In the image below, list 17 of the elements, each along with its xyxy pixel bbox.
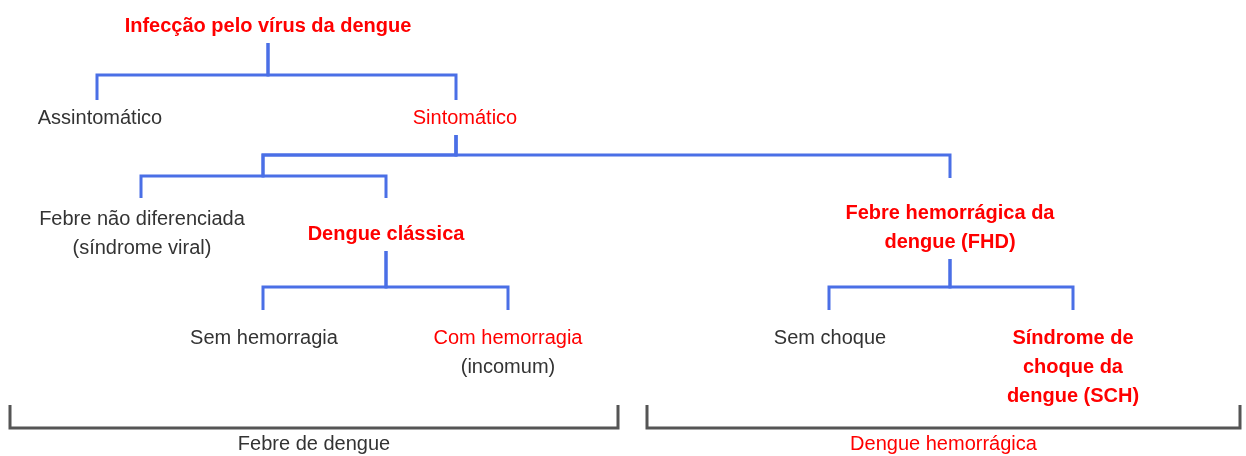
connector-line: [454, 135, 952, 178]
node-text: Sintomático: [412, 105, 518, 130]
node-text: Infecção pelo vírus da dengue: [124, 13, 412, 38]
node-text: Febre hemorrágica da dengue (FHD): [844, 200, 1056, 254]
connector-line: [266, 43, 458, 100]
node-text: (incomum): [459, 354, 557, 379]
node-text: Com hemorragia: [433, 325, 583, 350]
bracket-label: Dengue hemorrágica: [850, 431, 1037, 455]
connector-line: [384, 251, 510, 310]
node-text: Assintomático: [37, 105, 163, 130]
node-text: Síndrome de choque da dengue (SCH): [1005, 325, 1141, 408]
node-text: Sem hemorragia: [190, 325, 338, 350]
connector-line: [948, 259, 1075, 310]
node-text: Dengue clássica: [307, 221, 465, 246]
node-text: Febre não diferenciada (síndrome viral): [38, 206, 246, 260]
bracket-label: Febre de dengue: [237, 431, 391, 455]
node-text: Sem choque: [773, 325, 887, 350]
